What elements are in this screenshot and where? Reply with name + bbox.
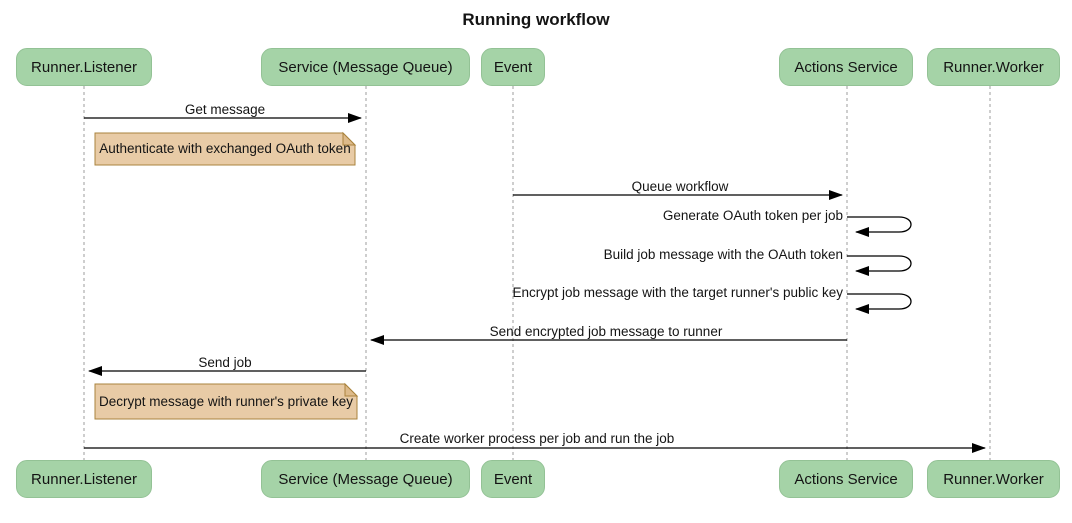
message-label-build-job-message: Build job message with the OAuth token [603,247,843,262]
message-label-create-worker-process: Create worker process per job and run th… [399,431,675,446]
message-label-send-encrypted-job: Send encrypted job message to runner [489,324,723,339]
participant-top-service-message-queue: Service (Message Queue) [261,48,470,86]
self-arrow-build-job-message [847,255,912,276]
self-arrow-generate-oauth-token [847,216,912,237]
participant-top-runner-listener: Runner.Listener [16,48,152,86]
note-text-decrypt: Decrypt message with runner's private ke… [99,394,353,409]
note-text-authenticate: Authenticate with exchanged OAuth token [99,141,351,156]
message-label-encrypt-job-message: Encrypt job message with the target runn… [512,285,844,300]
message-label-send-job: Send job [198,355,252,370]
message-label-generate-oauth-token: Generate OAuth token per job [662,208,843,223]
note-shape-decrypt [94,383,358,420]
participant-bottom-event: Event [481,460,545,498]
note-fold-decrypt-icon [344,382,359,397]
participant-top-actions-service: Actions Service [779,48,913,86]
participant-bottom-runner-listener: Runner.Listener [16,460,152,498]
participant-bottom-actions-service: Actions Service [779,460,913,498]
participant-bottom-runner-worker: Runner.Worker [927,460,1060,498]
diagram-title: Running workflow [462,10,610,29]
self-arrow-encrypt-job-message [847,293,912,314]
message-label-queue-workflow: Queue workflow [631,179,729,194]
note-shape-authenticate [94,132,356,166]
note-fold-authenticate-icon [342,131,357,146]
message-label-get-message: Get message [184,102,266,117]
participant-bottom-service-message-queue: Service (Message Queue) [261,460,470,498]
participant-top-runner-worker: Runner.Worker [927,48,1060,86]
participant-top-event: Event [481,48,545,86]
